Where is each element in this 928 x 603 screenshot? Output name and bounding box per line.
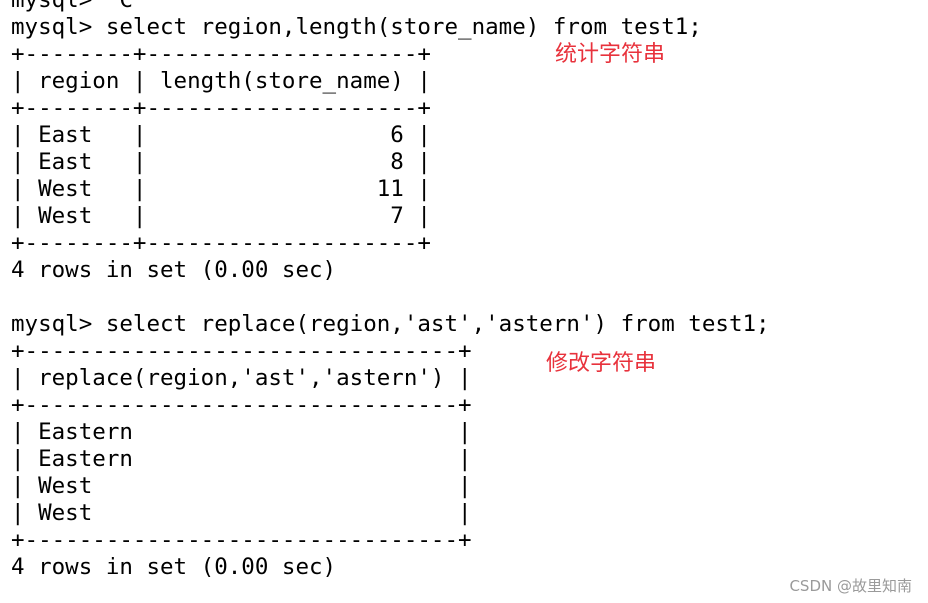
table-row: | Eastern | bbox=[11, 446, 472, 472]
table-border-top: +--------+--------------------+ bbox=[11, 41, 431, 67]
table-row: | West | bbox=[11, 473, 472, 499]
table-header-row: | replace(region,'ast','astern') | bbox=[11, 365, 472, 391]
result-summary: 4 rows in set (0.00 sec) bbox=[11, 554, 337, 580]
terminal-line-query-length: mysql> select region,length(store_name) … bbox=[11, 14, 702, 40]
table-header-row: | region | length(store_name) | bbox=[11, 68, 431, 94]
table-row: | East | 8 | bbox=[11, 149, 431, 175]
terminal-line-cancelled-prompt: mysql> ^C bbox=[11, 0, 133, 13]
table-row: | West | 11 | bbox=[11, 176, 431, 202]
table-header-separator: +--------------------------------+ bbox=[11, 392, 472, 418]
table-row: | West | bbox=[11, 500, 472, 526]
annotation-length-note: 统计字符串 bbox=[555, 42, 666, 67]
terminal-line-query-replace: mysql> select replace(region,'ast','aste… bbox=[11, 311, 770, 337]
table-row: | West | 7 | bbox=[11, 203, 431, 229]
table-border-bottom: +--------------------------------+ bbox=[11, 527, 472, 553]
csdn-watermark: CSDN @故里知南 bbox=[789, 577, 912, 595]
table-header-separator: +--------+--------------------+ bbox=[11, 95, 431, 121]
table-border-top: +--------------------------------+ bbox=[11, 338, 472, 364]
table-border-bottom: +--------+--------------------+ bbox=[11, 230, 431, 256]
table-row: | East | 6 | bbox=[11, 122, 431, 148]
result-summary: 4 rows in set (0.00 sec) bbox=[11, 257, 337, 283]
table-row: | Eastern | bbox=[11, 419, 472, 445]
annotation-replace-note: 修改字符串 bbox=[546, 351, 657, 376]
